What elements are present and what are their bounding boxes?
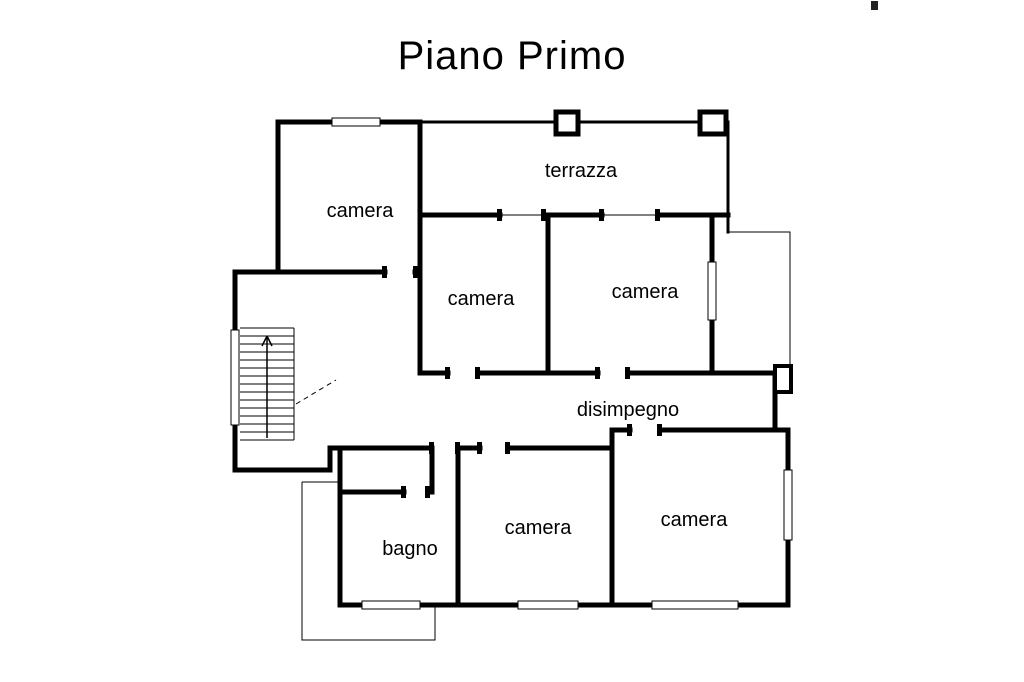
door-jamb bbox=[657, 424, 662, 436]
door-jamb bbox=[401, 486, 406, 498]
label-disimpegno: disimpegno bbox=[577, 399, 679, 421]
door-jamb bbox=[382, 266, 387, 278]
window-camera-bottom-right bbox=[651, 600, 739, 610]
page-title: Piano Primo bbox=[397, 34, 627, 78]
window-camera-right bbox=[707, 261, 717, 321]
door-jamb bbox=[627, 424, 632, 436]
door-jamb bbox=[445, 367, 450, 379]
label-camera-bottom-center: camera bbox=[505, 517, 573, 539]
door-jamb bbox=[595, 367, 600, 379]
label-camera-center: camera bbox=[448, 288, 516, 310]
wall-protrusion-right bbox=[773, 364, 793, 394]
stair-break-dashed-line bbox=[295, 379, 337, 405]
door-jamb bbox=[625, 367, 630, 379]
door-jamb bbox=[413, 266, 418, 278]
door-jamb bbox=[475, 367, 480, 379]
window-camera-bottom-right-side bbox=[783, 469, 793, 541]
label-bagno: bagno bbox=[382, 538, 438, 560]
door-jamb bbox=[455, 442, 460, 454]
door-jamb bbox=[599, 209, 604, 221]
door-jamb bbox=[655, 209, 660, 221]
balcony-lines bbox=[301, 214, 791, 641]
label-camera-right: camera bbox=[612, 281, 680, 303]
corner-artifact bbox=[871, 1, 878, 10]
door-jamb bbox=[429, 442, 434, 454]
door-jamb bbox=[477, 442, 482, 454]
terrace-pillar-right bbox=[697, 109, 729, 137]
stair-direction-arrow bbox=[261, 335, 273, 438]
windows bbox=[230, 117, 793, 610]
door-jambs bbox=[382, 209, 662, 498]
door-jamb bbox=[425, 486, 430, 498]
label-camera-top-left: camera bbox=[327, 200, 395, 222]
balcony-bottom-left-outline bbox=[301, 481, 436, 641]
door-jamb bbox=[541, 209, 546, 221]
window-bagno-bottom bbox=[361, 600, 421, 610]
window-top-left-room bbox=[331, 117, 381, 127]
staircase bbox=[240, 327, 337, 441]
window-stairwell-left bbox=[230, 329, 240, 426]
pillars bbox=[553, 109, 793, 394]
label-terrazza: terrazza bbox=[545, 160, 618, 182]
label-camera-bottom-right: camera bbox=[661, 509, 729, 531]
door-jamb bbox=[497, 209, 502, 221]
balcony-right-outline bbox=[728, 231, 791, 373]
window-camera-bottom-center bbox=[517, 600, 579, 610]
terrace-pillar-left bbox=[553, 109, 581, 137]
door-jamb bbox=[505, 442, 510, 454]
room-labels: camera terrazza camera camera disimpegno… bbox=[327, 160, 729, 560]
